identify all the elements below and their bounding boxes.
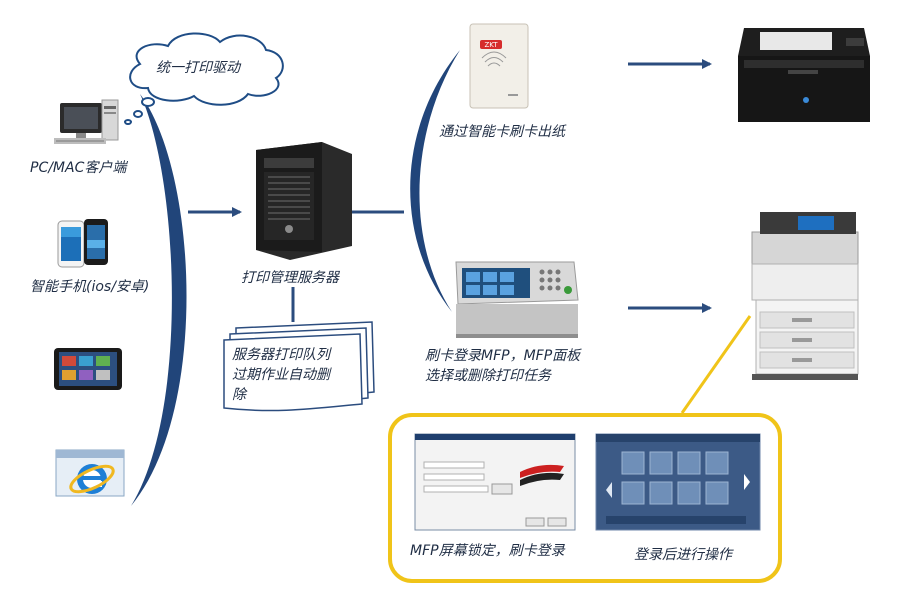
multifunction-printer-icon: [751, 212, 859, 380]
mfp-panel-caption: 刷卡登录MFP，MFP面板 选择或删除打印任务: [425, 346, 580, 386]
mfp-control-panel-icon: [455, 261, 579, 338]
printer-icon: [738, 28, 870, 122]
server-note-line-3: 除: [232, 387, 246, 403]
operation-caption: 登录后进行操作: [634, 547, 732, 563]
server-note-line-1: 服务器打印队列: [232, 347, 330, 363]
operation-screen-mockup: [595, 433, 761, 531]
card-reader-label: 通过智能卡刷卡出纸: [439, 124, 565, 140]
server-note-line-2: 过期作业自动删: [232, 367, 330, 383]
desktop-computer-icon: [54, 99, 119, 144]
card-reader-icon: ZKT: [469, 23, 529, 109]
login-to-mfp-connector: [680, 315, 752, 414]
mfp-panel-line-2: 选择或删除打印任务: [425, 368, 551, 384]
cloud-label: 统一打印驱动: [156, 60, 240, 76]
tablet-icon: [54, 348, 122, 390]
login-flow-highlight-box: [388, 413, 782, 583]
locked-screen-mockup: [414, 433, 576, 531]
output-bracket-curve: [410, 50, 460, 312]
tower-server-icon: [256, 142, 352, 260]
server-label: 打印管理服务器: [241, 270, 339, 286]
server-note: 服务器打印队列 过期作业自动删 除: [232, 344, 362, 404]
lock-screen-caption: MFP屏幕锁定，刷卡登录: [410, 543, 565, 559]
mfp-panel-line-1: 刷卡登录MFP，MFP面板: [425, 348, 581, 364]
client-bracket-curve: [131, 94, 187, 506]
internet-explorer-icon: [55, 449, 125, 497]
unified-driver-cloud: [124, 32, 284, 125]
client-pc-label: PC/MAC客户端: [30, 160, 127, 176]
client-phone-label: 智能手机(ios/安卓): [30, 279, 150, 295]
card-reader-brand: ZKT: [484, 41, 498, 49]
print-queue-documents-icon: [223, 321, 375, 412]
smartphone-icon: [57, 219, 108, 268]
